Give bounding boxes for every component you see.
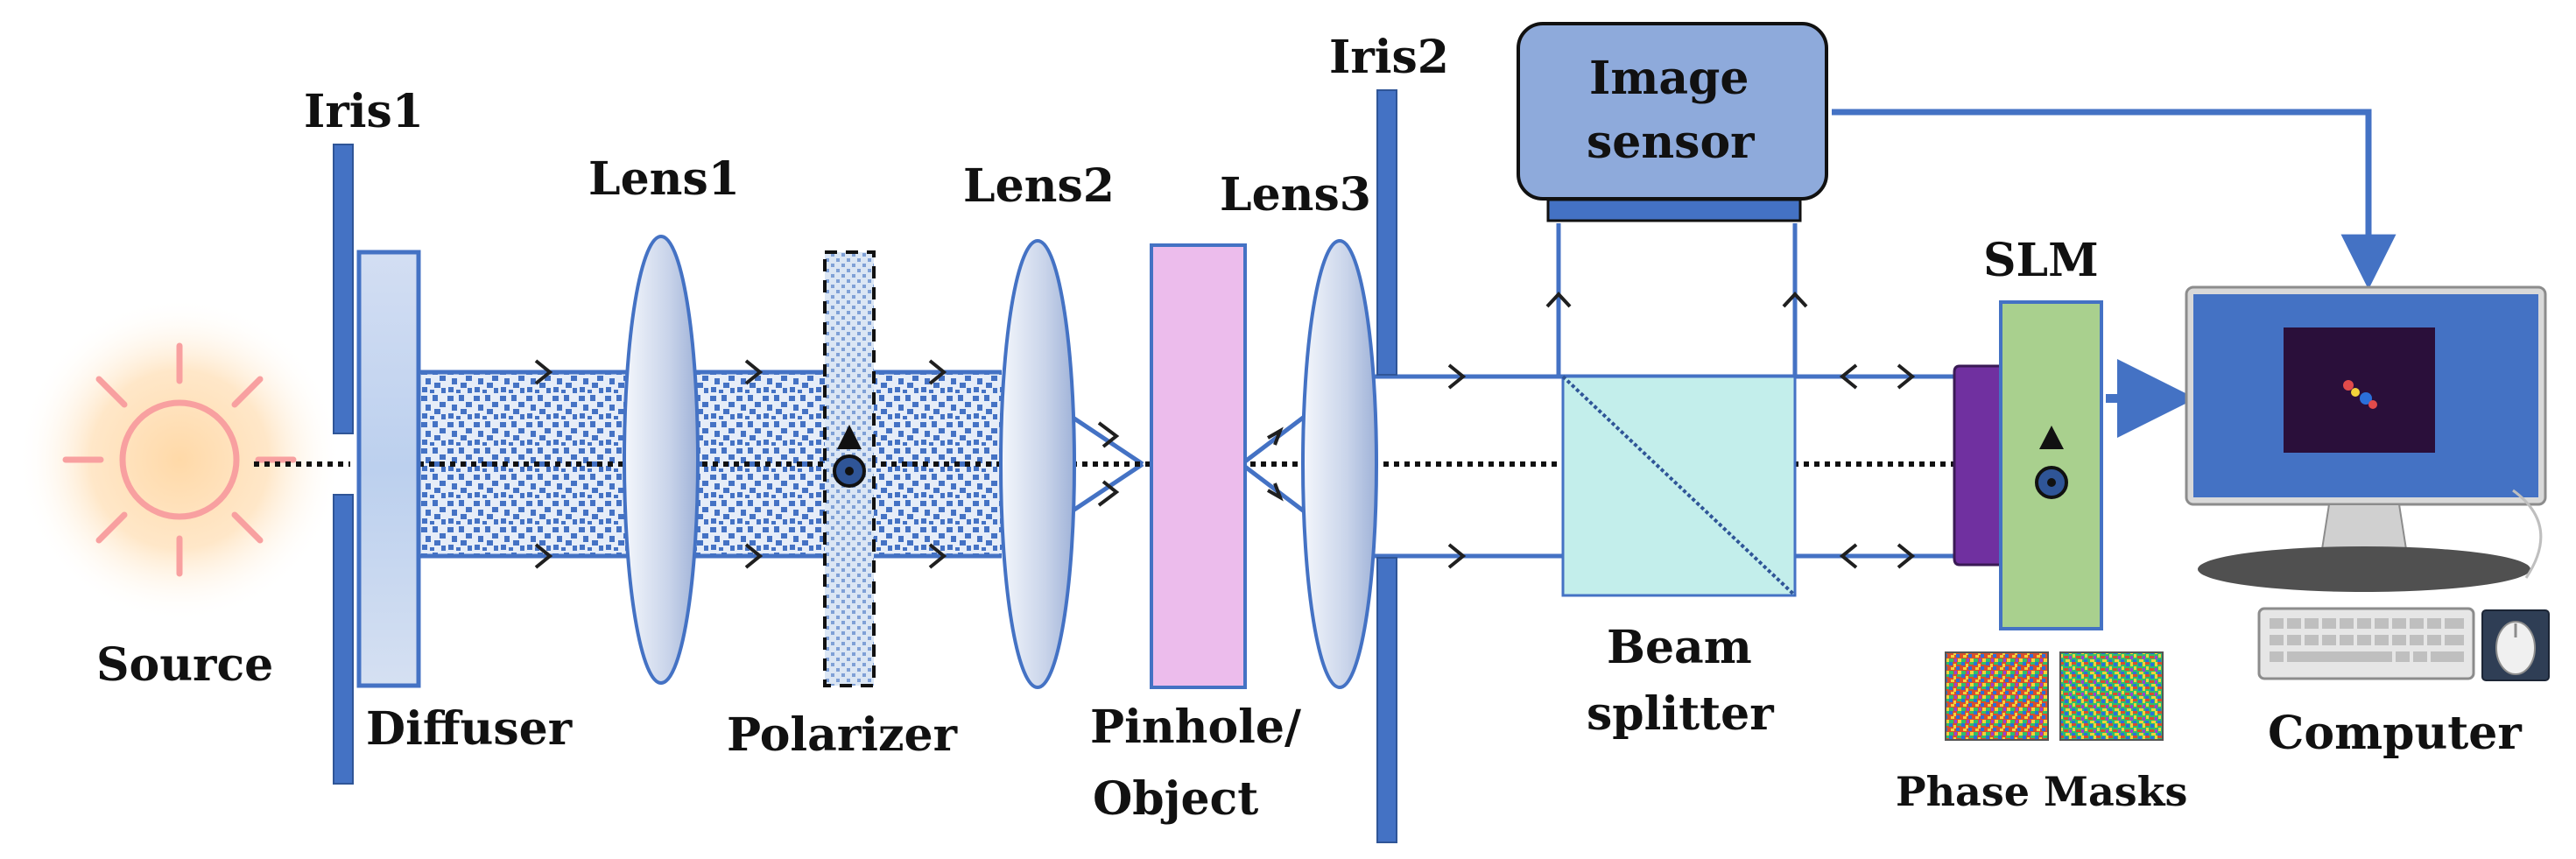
pinhole-object (1150, 243, 1247, 689)
label-source: Source (96, 638, 273, 692)
iris1 (333, 144, 354, 785)
label-polarizer: Polarizer (727, 708, 958, 762)
label-beam-line1: Beam (1607, 621, 1752, 674)
label-image-line2: sensor (1587, 116, 1755, 169)
slm (1953, 300, 2103, 630)
sensor-to-computer-line (1832, 109, 2397, 290)
direction-arrows (534, 292, 1916, 569)
keyboard-icon (2257, 607, 2475, 680)
lens3 (1301, 239, 1378, 689)
lens1 (623, 235, 700, 685)
computer-icon (2185, 285, 2547, 592)
label-computer: Computer (2268, 707, 2522, 760)
label-iris1: Iris1 (304, 85, 424, 138)
phase-masks (1945, 651, 2164, 741)
label-slm: SLM (1983, 234, 2099, 287)
label-lens2: Lens2 (963, 159, 1115, 213)
sun-icon (18, 298, 341, 622)
beam-splitter (1561, 375, 1797, 597)
label-pinhole-line1: Pinhole/ (1090, 701, 1301, 754)
label-pinhole-line2: Object (1093, 772, 1258, 826)
label-beam-line2: splitter (1587, 687, 1774, 741)
image-sensor (1517, 22, 1828, 222)
label-image-line1: Image (1589, 52, 1749, 105)
label-diffuser: Diffuser (366, 702, 573, 756)
diffuser (356, 250, 421, 688)
label-lens1: Lens1 (588, 152, 740, 206)
polarizer (823, 250, 876, 687)
label-lens3: Lens3 (1220, 168, 1371, 222)
object-image-icon (2343, 380, 2377, 409)
label-phase-masks: Phase Masks (1896, 768, 2187, 815)
label-iris2: Iris2 (1329, 31, 1449, 84)
iris2 (1376, 89, 1397, 843)
lens2 (999, 239, 1076, 689)
mouse-icon (2481, 609, 2550, 681)
